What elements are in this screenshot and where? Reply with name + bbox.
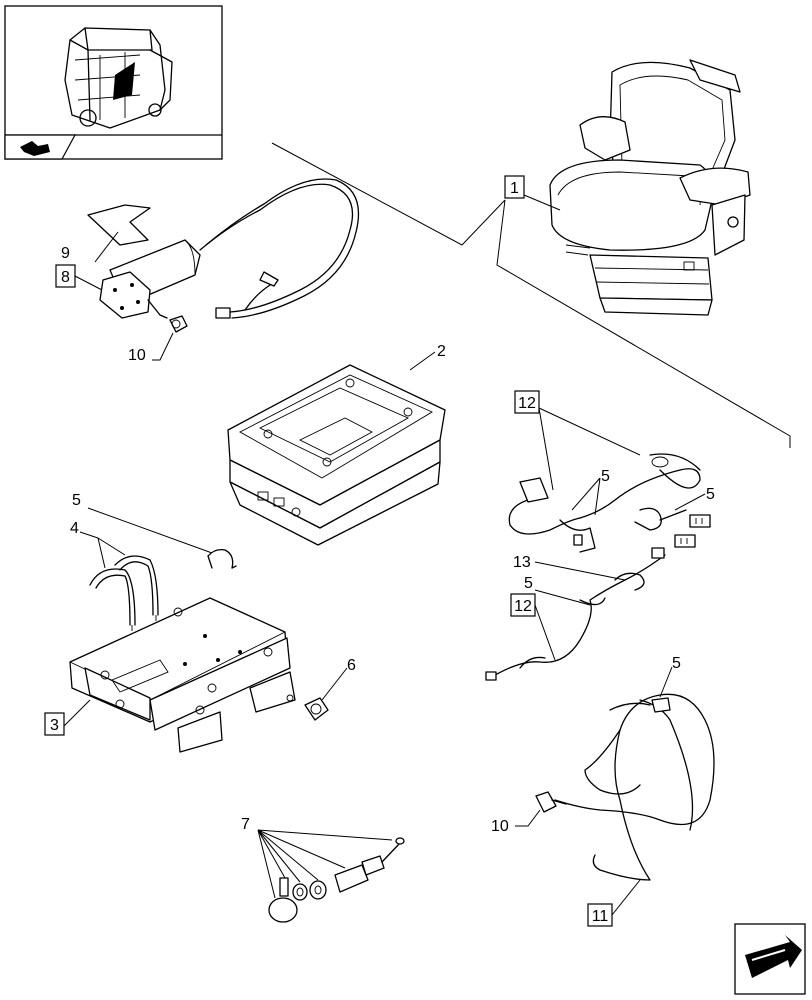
nut-part-10-lower (535, 791, 567, 813)
hardware-kit-part-7 (268, 837, 405, 923)
nut-part-6 (304, 697, 329, 721)
connector-pins (674, 514, 711, 548)
clip-part-5-left (207, 548, 237, 569)
callout-9[interactable]: 9 (61, 245, 70, 262)
callout-12-upper-label: 12 (518, 395, 536, 412)
leader-line-1 (271, 142, 506, 246)
seat-assembly (549, 59, 751, 316)
nut-part-10-upper (169, 315, 188, 333)
callout-11[interactable]: 11 (587, 903, 613, 927)
cable-part-11 (554, 693, 715, 881)
callout-2[interactable]: 2 (437, 343, 446, 360)
bookmark-arrow-icon[interactable] (4, 134, 77, 160)
suspension-base-part-3 (69, 597, 296, 753)
callout-13[interactable]: 13 (513, 554, 531, 571)
callout-5-lower-harness[interactable]: 5 (524, 575, 533, 592)
callout-3-label: 3 (50, 717, 59, 734)
callout-5-cable[interactable]: 5 (672, 655, 681, 672)
bellows-part-2 (227, 364, 446, 546)
callout-5-left[interactable]: 5 (72, 492, 81, 509)
callout-11-label: 11 (592, 908, 609, 925)
callout-1-label: 1 (510, 180, 519, 197)
callout-7[interactable]: 7 (241, 816, 250, 833)
callout-12-lower[interactable]: 12 (510, 593, 536, 617)
clip-part-5-right (634, 507, 687, 531)
divider-line (496, 199, 791, 448)
callout-5-right[interactable]: 5 (706, 486, 715, 503)
callout-1[interactable]: 1 (504, 175, 525, 199)
callout-10-upper[interactable]: 10 (128, 347, 146, 364)
callout-10-lower[interactable]: 10 (491, 818, 509, 835)
callout-3[interactable]: 3 (44, 712, 65, 736)
callout-6[interactable]: 6 (347, 657, 356, 674)
decal-part-9 (87, 204, 151, 246)
wiring-harness-lower (485, 547, 666, 681)
callout-12-upper[interactable]: 12 (514, 390, 540, 414)
callout-12-lower-label: 12 (514, 598, 532, 615)
next-page-arrow-icon[interactable] (734, 923, 806, 995)
tractor-cab-thumbnail-icon (64, 27, 173, 129)
callout-4[interactable]: 4 (70, 520, 79, 537)
wiring-harness-upper (508, 453, 701, 553)
callout-8[interactable]: 8 (55, 264, 76, 288)
callout-8-label: 8 (61, 269, 70, 286)
callout-5-upper-harness[interactable]: 5 (601, 468, 610, 485)
actuator-part-8 (99, 178, 360, 319)
thumbnail-panel[interactable] (4, 5, 223, 160)
